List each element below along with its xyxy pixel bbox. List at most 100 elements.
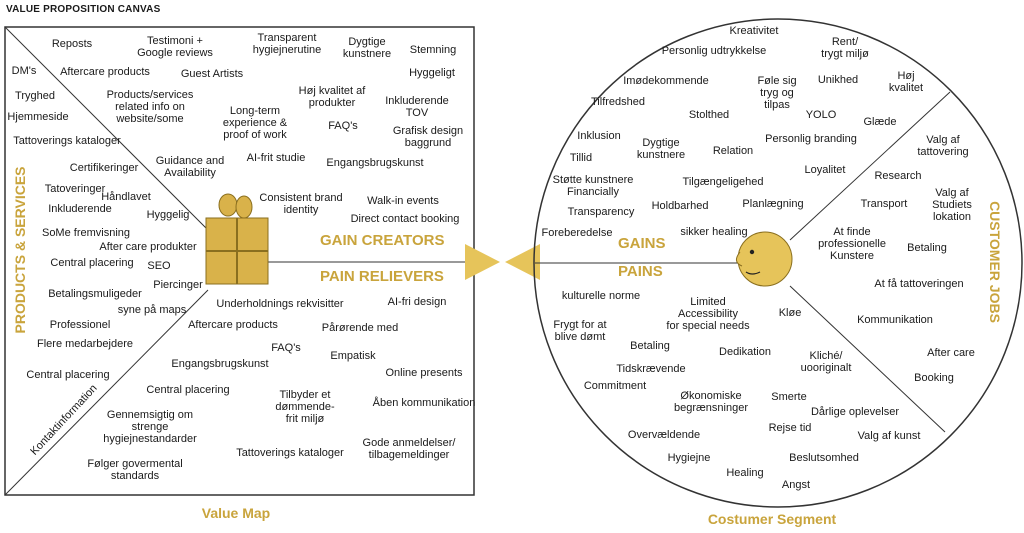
- pain-relievers-item: Gennemsigtig om strenge hygiejnestandard…: [103, 409, 197, 445]
- pains-item: Kløe: [778, 307, 802, 319]
- pain-relievers-item: Flere medarbejdere: [37, 338, 133, 350]
- pains-item: Betaling: [630, 340, 670, 352]
- pains-item: Beslutsomhed: [789, 452, 859, 464]
- pains-item: kulturelle norme: [561, 290, 641, 302]
- products-services-item: AI-frit studie: [246, 152, 306, 164]
- customer-jobs-item: Glæde: [863, 116, 897, 128]
- customer-jobs-item: Research: [874, 170, 922, 182]
- pains-item: Økonomiske begrænsninger: [674, 390, 748, 414]
- products-services-item: Inkluderende TOV: [385, 95, 449, 119]
- pains-item: Smerte: [771, 391, 807, 403]
- products-services-item: Hyggelig: [146, 209, 190, 221]
- pain-relievers-heading: PAIN RELIEVERS: [320, 268, 444, 285]
- pains-item: Rejse tid: [768, 422, 812, 434]
- pain-relievers-item: Betalingsmuligeder: [48, 288, 142, 300]
- products-services-item: Tryghed: [15, 90, 55, 102]
- pain-relievers-item: Aftercare products: [188, 319, 278, 331]
- pain-relievers-item: Følger govermental standards: [87, 458, 183, 482]
- products-services-item: Walk-in events: [367, 195, 439, 207]
- customer-jobs-item: Betaling: [907, 242, 947, 254]
- products-services-item: Certifikeringer: [69, 162, 139, 174]
- pain-relievers-item: Empatisk: [330, 350, 376, 362]
- products-services-item: After care produkter: [99, 241, 197, 253]
- value-map-label: Value Map: [201, 505, 271, 521]
- products-services-item: Inkluderende: [48, 203, 112, 215]
- customer-jobs-item: At finde professionelle Kunstere: [818, 226, 886, 262]
- customer-diagonal-top: [789, 91, 951, 241]
- products-services-item: Transparent hygiejnerutine: [252, 32, 322, 56]
- products-services-item: FAQ's: [328, 120, 358, 132]
- gains-item: Inklusion: [577, 130, 621, 142]
- gains-item: Stolthed: [688, 109, 730, 121]
- products-services-item: Testimoni + Google reviews: [137, 35, 213, 59]
- products-services-item: Grafisk design baggrund: [392, 125, 464, 149]
- products-services-item: Long-term experience & proof of work: [222, 105, 288, 141]
- arrow-right-icon: [465, 244, 500, 280]
- gains-item: Transparency: [567, 206, 635, 218]
- diagonal-top: [4, 26, 209, 231]
- gains-item: sikker healing: [680, 226, 748, 238]
- gains-item: Tilfredshed: [590, 96, 646, 108]
- products-services-item: Høj kvalitet af produkter: [298, 85, 366, 109]
- products-services-item: Reposts: [51, 38, 93, 50]
- pain-relievers-item: Underholdnings rekvisitter: [216, 298, 344, 310]
- gains-item: Planlægning: [742, 198, 804, 210]
- customer-jobs-item: After care: [927, 347, 975, 359]
- customer-jobs-item: Kommunikation: [857, 314, 933, 326]
- gains-item: Personlig udtrykkelse: [661, 45, 767, 57]
- customer-jobs-item: Booking: [914, 372, 954, 384]
- gains-item: Loyalitet: [804, 164, 846, 176]
- pains-item: Dedikation: [719, 346, 771, 358]
- pains-item: Healing: [726, 467, 764, 479]
- customer-circle: [533, 18, 1023, 508]
- customer-jobs-item: Valg af Studiets lokation: [932, 187, 972, 223]
- gains-item: Dygtige kunstnere: [636, 137, 686, 161]
- gains-item: YOLO: [805, 109, 837, 121]
- gains-item: Tilgængeligehed: [682, 176, 764, 188]
- pain-relievers-item: Central placering: [146, 384, 230, 396]
- gift-icon: [205, 193, 269, 285]
- gains-item: Støtte kunstnere Financially: [552, 174, 634, 198]
- products-services-item: SEO: [147, 260, 171, 272]
- products-services-item: Hyggeligt: [409, 67, 455, 79]
- page-title: VALUE PROPOSITION CANVAS: [6, 4, 161, 15]
- pain-relievers-item: syne på maps: [117, 304, 187, 316]
- pains-item: Frygt for at blive dømt: [553, 319, 607, 343]
- products-services-item: DM's: [11, 65, 37, 77]
- customer-jobs-item: Valg af kunst: [857, 430, 921, 442]
- products-services-item: Tatoveringer: [44, 183, 106, 195]
- pains-item: Tidskrævende: [616, 363, 686, 375]
- products-services-item: Central placering: [50, 257, 134, 269]
- gains-item: Høj kvalitet: [888, 70, 924, 94]
- gains-item: Relation: [712, 145, 754, 157]
- pains-item: Overvældende: [627, 429, 701, 441]
- gains-item: Kreativitet: [729, 25, 779, 37]
- products-services-item: Dygtige kunstnere: [342, 36, 392, 60]
- pain-relievers-item: Tattoverings kataloger: [236, 447, 344, 459]
- customer-jobs-item: Transport: [860, 198, 908, 210]
- pain-relievers-item: Åben kommunikation: [372, 397, 476, 409]
- pain-relievers-item: Engangsbrugskunst: [171, 358, 269, 370]
- face-icon: [736, 231, 793, 287]
- pain-relievers-item: AI-fri design: [387, 296, 447, 308]
- gains-item: Tillid: [569, 152, 593, 164]
- gains-item: Rent/ trygt miljø: [821, 36, 869, 60]
- pains-item: Angst: [781, 479, 811, 491]
- customer-diagonal-bottom: [789, 285, 946, 433]
- products-services-item: Engangsbrugskunst: [326, 157, 424, 169]
- gains-item: Holdbarhed: [651, 200, 709, 212]
- pain-relievers-item: FAQ's: [271, 342, 301, 354]
- products-services-label: PRODUCTS & SERVICES: [12, 166, 28, 334]
- pain-relievers-item: Piercinger: [153, 279, 203, 291]
- products-services-item: Stemning: [409, 44, 457, 56]
- arrow-left-icon: [505, 244, 540, 280]
- gains-item: Føle sig tryg og tilpas: [757, 75, 797, 111]
- products-services-item: SoMe fremvisning: [41, 227, 131, 239]
- gains-item: Personlig branding: [765, 133, 857, 145]
- customer-segment-label: Costumer Segment: [707, 511, 837, 527]
- pains-item: Limited Accessibility for special needs: [666, 296, 750, 332]
- products-services-item: Tattoverings kataloger: [13, 135, 121, 147]
- products-services-item: Guest Artists: [180, 68, 244, 80]
- pains-heading: PAINS: [618, 263, 663, 280]
